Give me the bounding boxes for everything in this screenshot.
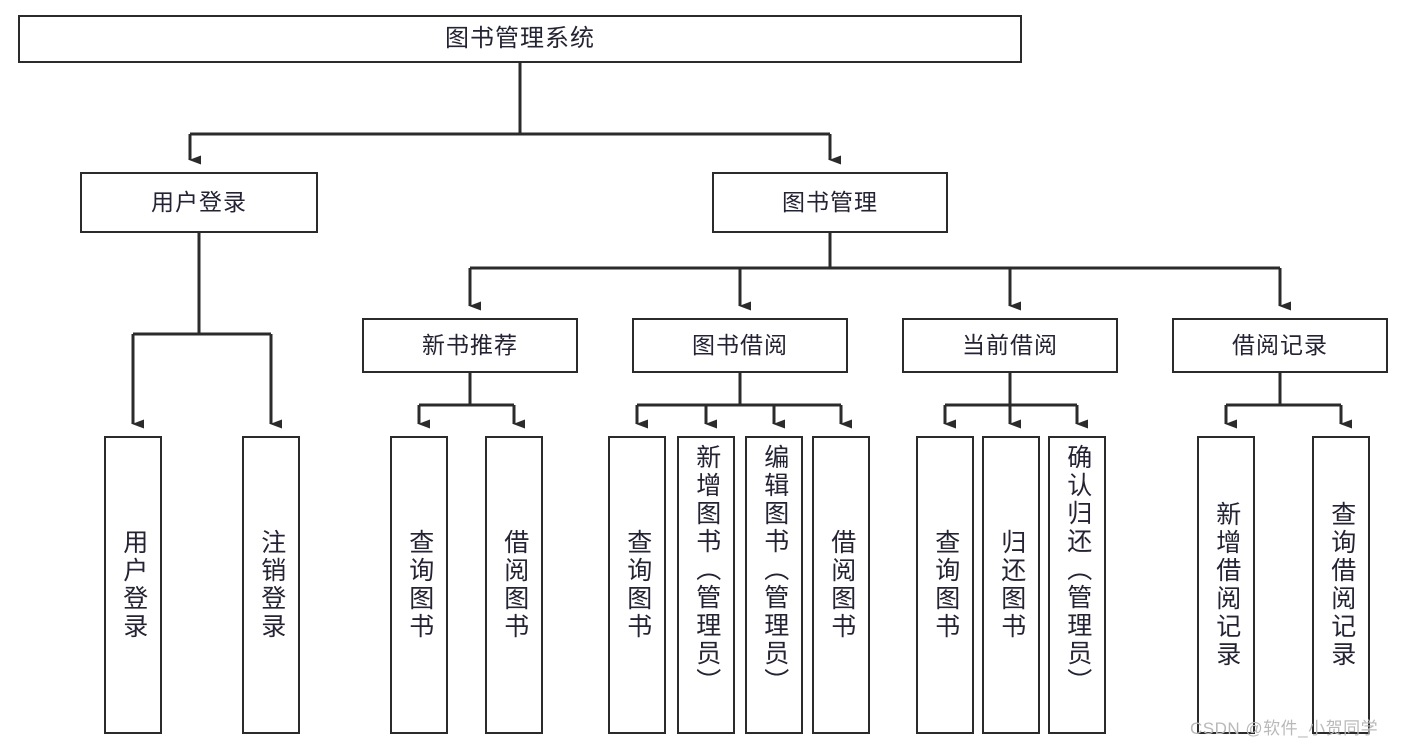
node-leaf-borrow-record-query-record[interactable]: 查询借阅记录 — [1312, 436, 1370, 734]
node-leaf-new-book-borrow-book[interactable]: 借阅图书 — [485, 436, 543, 734]
node-leaf-current-borrow-query-book[interactable]: 查询图书 — [916, 436, 974, 734]
node-label: 借阅图书 — [827, 529, 856, 641]
node-label: 借阅图书 — [500, 529, 529, 641]
node-leaf-user-login-logout[interactable]: 注销登录 — [242, 436, 300, 734]
node-label: 查询图书 — [623, 529, 652, 641]
node-label: 新增图书（管理员） — [692, 444, 721, 696]
node-user-login[interactable]: 用户登录 — [80, 172, 318, 233]
node-label: 图书借阅 — [692, 331, 788, 358]
node-label: 新书推荐 — [422, 331, 518, 358]
node-borrow-record[interactable]: 借阅记录 — [1172, 318, 1388, 373]
node-leaf-current-borrow-return-book[interactable]: 归还图书 — [982, 436, 1040, 734]
node-label: 新增借阅记录 — [1212, 501, 1241, 669]
node-leaf-borrow-record-add-record[interactable]: 新增借阅记录 — [1197, 436, 1255, 734]
node-label: 查询图书 — [931, 529, 960, 641]
csdn-watermark: CSDN @软件_小贺同学 — [1190, 719, 1379, 738]
node-leaf-book-borrow-query-book[interactable]: 查询图书 — [608, 436, 666, 734]
node-label: 查询借阅记录 — [1327, 501, 1356, 669]
node-leaf-new-book-query-book[interactable]: 查询图书 — [390, 436, 448, 734]
node-label: 用户登录 — [151, 188, 247, 215]
node-book-management[interactable]: 图书管理 — [712, 172, 948, 233]
node-leaf-book-borrow-add-book-admin[interactable]: 新增图书（管理员） — [677, 436, 735, 734]
node-label: 查询图书 — [405, 529, 434, 641]
node-label: 注销登录 — [257, 529, 286, 641]
node-leaf-current-borrow-confirm-return-admin[interactable]: 确认归还（管理员） — [1048, 436, 1106, 734]
node-label: 编辑图书（管理员） — [760, 444, 789, 696]
node-label: 图书管理系统 — [445, 24, 595, 52]
node-current-borrow[interactable]: 当前借阅 — [902, 318, 1118, 373]
node-root-book-management-system[interactable]: 图书管理系统 — [18, 15, 1022, 63]
node-leaf-user-login-login[interactable]: 用户登录 — [104, 436, 162, 734]
node-label: 图书管理 — [782, 188, 878, 215]
node-new-book-recommend[interactable]: 新书推荐 — [362, 318, 578, 373]
node-label: 确认归还（管理员） — [1063, 444, 1092, 696]
node-label: 当前借阅 — [962, 331, 1058, 358]
node-label: 归还图书 — [997, 529, 1026, 641]
node-leaf-book-borrow-edit-book-admin[interactable]: 编辑图书（管理员） — [745, 436, 803, 734]
node-label: 借阅记录 — [1232, 331, 1328, 358]
node-label: 用户登录 — [119, 529, 148, 641]
node-leaf-book-borrow-borrow-book[interactable]: 借阅图书 — [812, 436, 870, 734]
node-book-borrow[interactable]: 图书借阅 — [632, 318, 848, 373]
